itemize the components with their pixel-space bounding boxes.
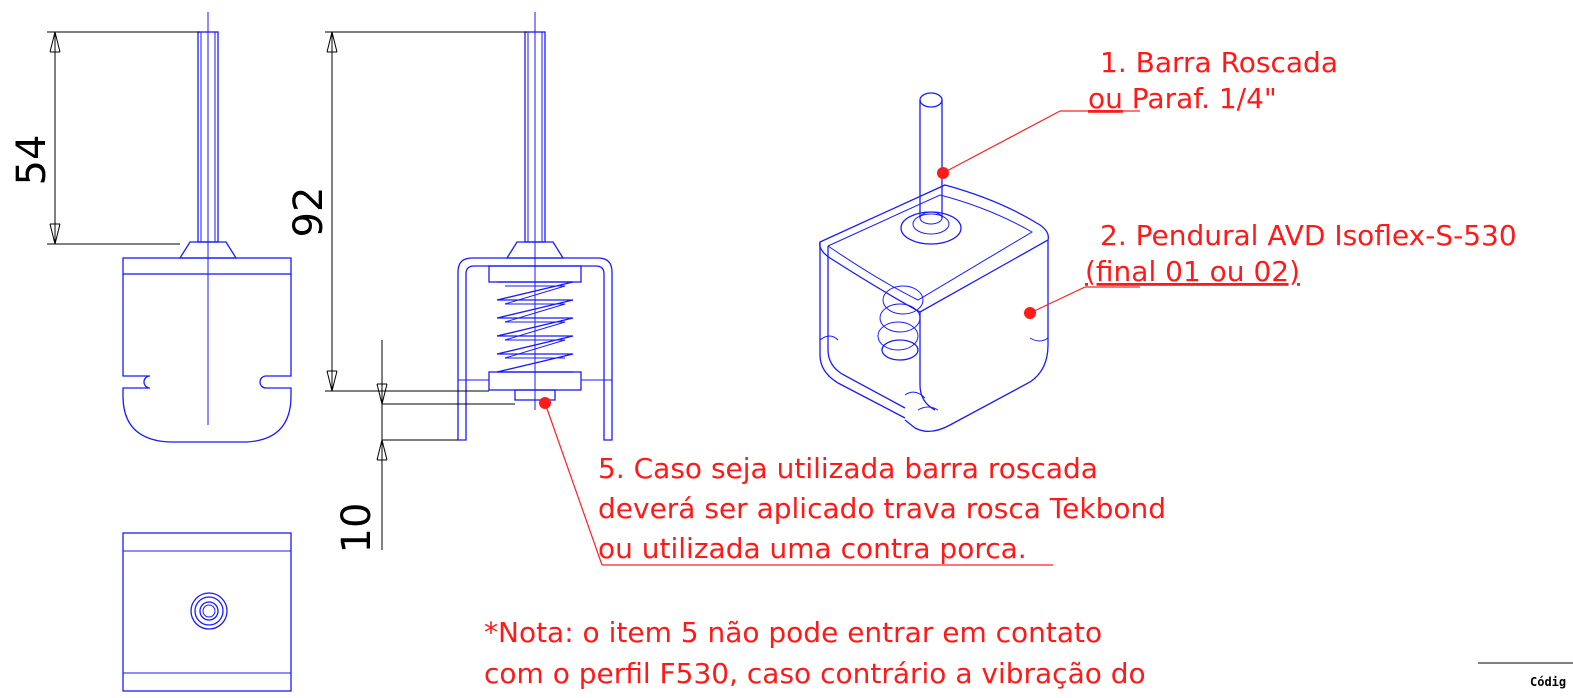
callout-dot bbox=[539, 397, 551, 409]
front-view bbox=[457, 12, 613, 441]
callout-item-1-line1: 1. Barra Roscada bbox=[1100, 46, 1338, 79]
dimension-10: 10 bbox=[334, 340, 515, 553]
callout-dot bbox=[937, 167, 949, 179]
callout-item-2-line1: 2. Pendural AVD Isoflex-S-530 bbox=[1100, 219, 1517, 252]
callout-item-2-line2: (final 01 ou 02) bbox=[1085, 255, 1300, 288]
note-line1: *Nota: o item 5 não pode entrar em conta… bbox=[484, 616, 1102, 649]
title-block-code-label: Códig bbox=[1530, 675, 1566, 689]
callout-item-1: 1. Barra Roscada ou Paraf. 1/4" bbox=[937, 46, 1338, 179]
callout-item-2: 2. Pendural AVD Isoflex-S-530 (final 01 … bbox=[1024, 219, 1517, 319]
callout-item-1-line2-underlined: ou bbox=[1088, 82, 1123, 115]
callout-item-5-line3: ou utilizada uma contra porca. bbox=[598, 532, 1027, 565]
note-block: *Nota: o item 5 não pode entrar em conta… bbox=[484, 616, 1146, 690]
dimension-10-label: 10 bbox=[334, 503, 380, 554]
callout-item-5-line2: deverá ser aplicado trava rosca Tekbond bbox=[598, 492, 1166, 525]
note-line2: com o perfil F530, caso contrário a vibr… bbox=[484, 657, 1146, 690]
callout-item-5-line1: 5. Caso seja utilizada barra roscada bbox=[598, 452, 1098, 485]
svg-text:ou Paraf. 1/4": ou Paraf. 1/4" bbox=[1088, 82, 1277, 115]
isometric-view bbox=[819, 92, 1049, 432]
callout-item-5: 5. Caso seja utilizada barra roscada dev… bbox=[539, 397, 1166, 566]
side-view bbox=[122, 12, 292, 443]
dimension-54: 54 bbox=[9, 31, 200, 245]
top-view bbox=[122, 532, 292, 692]
dimension-92-label: 92 bbox=[286, 187, 332, 238]
dimension-92: 92 bbox=[286, 31, 527, 392]
dimension-54-label: 54 bbox=[9, 135, 55, 186]
title-block: Códig bbox=[1478, 662, 1573, 689]
callout-dot bbox=[1024, 307, 1036, 319]
callout-item-1-line2-rest: Paraf. 1/4" bbox=[1123, 82, 1277, 115]
